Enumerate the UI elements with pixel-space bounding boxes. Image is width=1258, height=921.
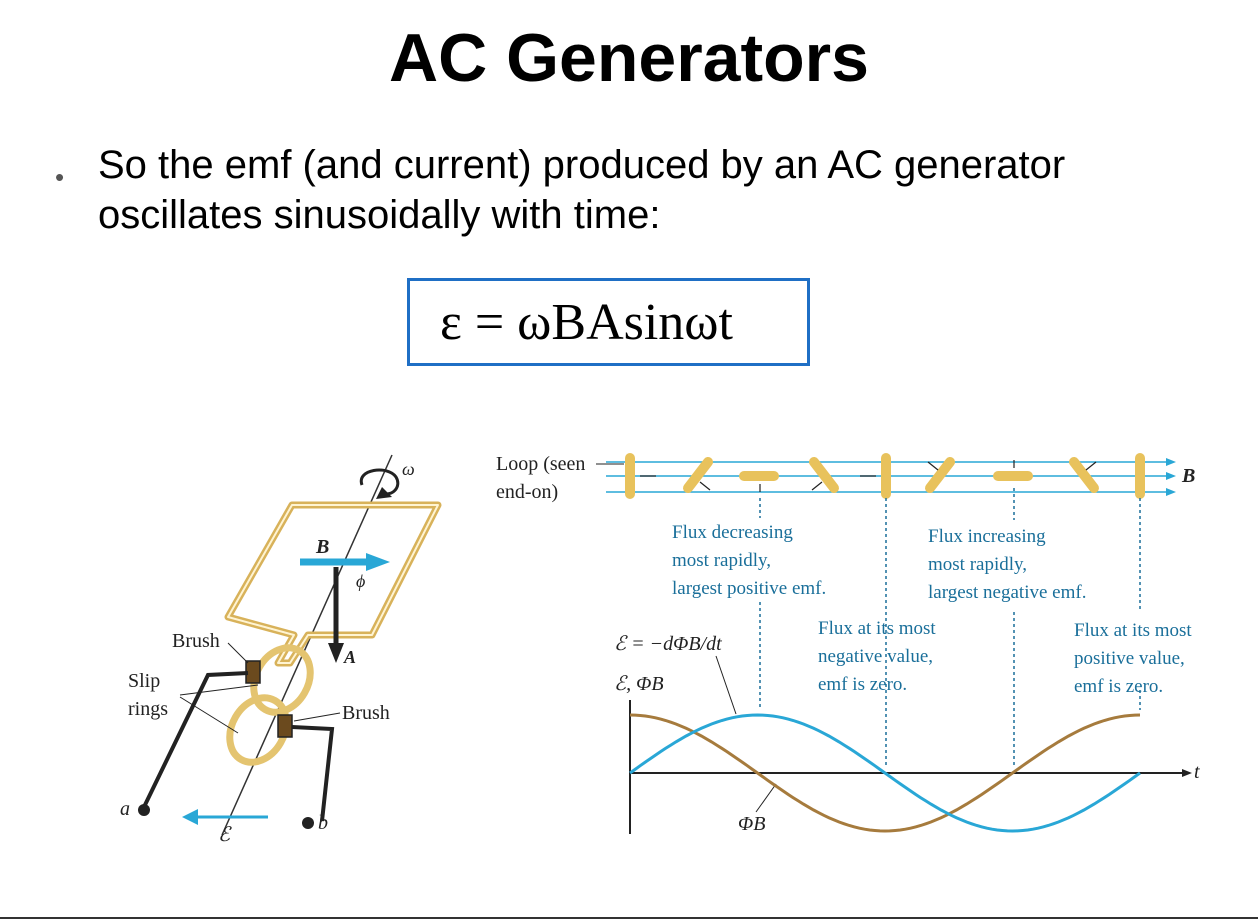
loop-positions (625, 453, 1145, 499)
brush-bottom-leader (293, 712, 341, 722)
emf-curve (629, 713, 1141, 833)
annotation-flux-decreasing: Flux decreasing most rapidly, largest po… (672, 522, 826, 599)
slip-label: Slip (128, 670, 160, 692)
flux-label-leader (755, 783, 777, 813)
slip-ring-bottom (226, 694, 290, 766)
loop-label-line-2: end-on) (496, 481, 558, 503)
rotation-axis (221, 454, 393, 836)
wire-a (142, 671, 249, 808)
x-axis-arrowhead-icon (1182, 769, 1192, 777)
formula-box: ε = ωBAsinωt (407, 278, 810, 366)
brush-top-leader (227, 642, 249, 664)
b-field-label: B (1181, 465, 1195, 487)
brush-bottom (277, 714, 293, 738)
y-axis-label: ℰ, ΦB (614, 673, 664, 695)
rotation-arrow-icon (359, 468, 400, 496)
bullet-line-2: oscillates sinusoidally with time: (98, 193, 661, 237)
terminal-b-label: b (318, 812, 328, 834)
area-vector-arrowhead-icon (328, 643, 344, 663)
t-axis-label: t (1194, 761, 1200, 783)
brush-bottom-label: Brush (342, 702, 390, 724)
terminal-a-label: a (120, 798, 130, 820)
rings-label: rings (128, 698, 168, 720)
bullet-icon: • (55, 162, 65, 192)
brush-top (245, 660, 261, 684)
terminal-b (302, 817, 314, 829)
wire-b (291, 725, 335, 822)
b-vector-label: B (315, 536, 329, 558)
generator-figure: ω B ϕ A a b ℰ Brush Slip rings Brush (120, 454, 442, 846)
loop-normal-arrows (640, 460, 1097, 492)
slide-title: AC Generators (389, 20, 869, 96)
emf-eq-leader (715, 655, 737, 715)
b-field-arrowhead-icon (366, 553, 390, 571)
annotation-flux-negative: Flux at its most negative value, emf is … (818, 618, 940, 695)
annotation-flux-increasing: Flux increasing most rapidly, largest ne… (928, 526, 1086, 603)
slip-leader-2 (179, 696, 239, 734)
emf-arrowhead-icon (182, 809, 198, 825)
loop-label-line-1: Loop (seen (496, 453, 585, 475)
a-vector-label: A (343, 647, 356, 667)
bottom-rule (0, 917, 1258, 919)
annotation-guides (759, 488, 1141, 768)
waveform-figure: B Loop (seen end-on) Flux decreasin (496, 453, 1200, 835)
bullet-line-1: So the emf (and current) produced by an … (98, 143, 1066, 187)
omega-label: ω (402, 459, 415, 479)
phi-label: ϕ (356, 571, 365, 591)
emf-equation-label: ℰ = −dΦB/dt (614, 633, 722, 655)
coil-loop-inner (227, 504, 439, 664)
field-arrowheads (1166, 458, 1176, 496)
coil-loop (224, 501, 442, 667)
rotation-arrowhead-icon (376, 487, 392, 499)
bullet-text: So the emf (and current) produced by an … (98, 140, 1218, 240)
slip-leader-1 (179, 684, 259, 696)
emf-formula: ε = ωBAsinωt (440, 294, 733, 351)
terminal-a (138, 804, 150, 816)
flux-curve (629, 713, 1141, 833)
brush-top-label: Brush (172, 630, 220, 652)
emf-label: ℰ (218, 824, 232, 846)
flux-curve-label: ΦB (738, 813, 765, 835)
annotation-flux-positive: Flux at its most positive value, emf is … (1074, 620, 1196, 697)
